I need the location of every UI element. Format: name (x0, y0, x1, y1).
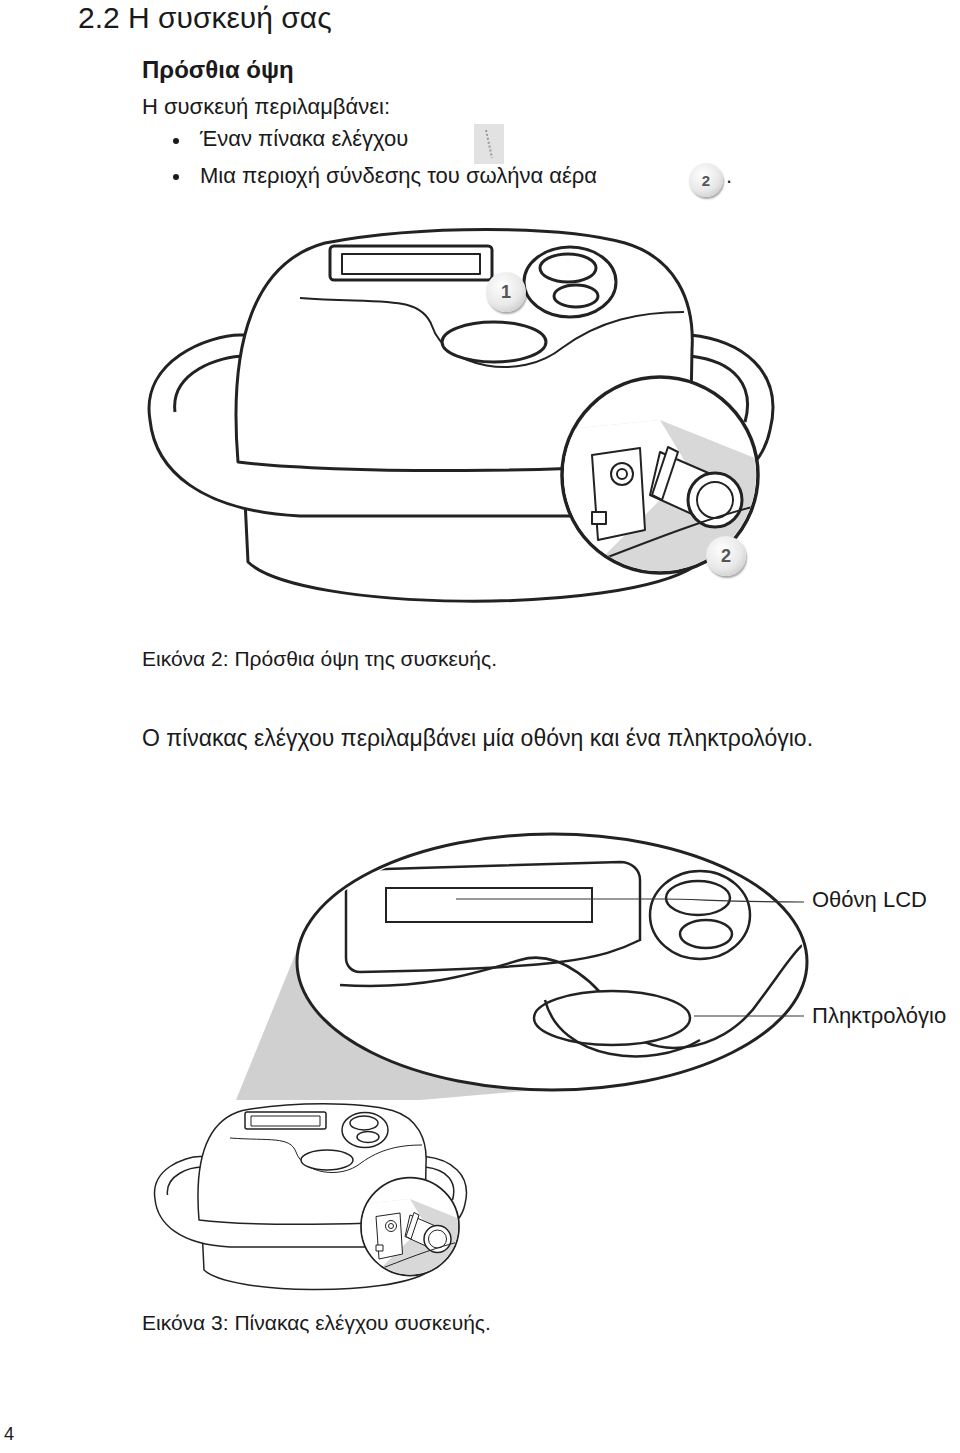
section-heading: 2.2 Η συσκευή σας (78, 0, 332, 36)
callout-badge: 2 (706, 536, 746, 576)
punctuation: . (726, 163, 732, 189)
callout-number: 1 (501, 283, 511, 301)
bullet-text: Μια περιοχή σύνδεσης του σωλήνα αέρα (200, 163, 597, 189)
body-text: Ο πίνακας ελέγχου περιλαμβάνει μία οθόνη… (142, 725, 813, 753)
part-label: Πληκτρολόγιο (812, 1003, 946, 1029)
subheading: Πρόσθια όψη (142, 56, 294, 85)
callout-badge: 2 (689, 163, 723, 197)
figure-caption: Εικόνα 3: Πίνακας ελέγχου συσκευής. (142, 1310, 491, 1335)
callout-badge: 1 (486, 272, 526, 312)
callout-number: 2 (702, 173, 710, 188)
bullet-text: Έναν πίνακα ελέγχου (200, 126, 408, 152)
callout-number: 2 (721, 547, 731, 565)
part-label: Οθόνη LCD (812, 887, 927, 913)
intro-text: Η συσκευή περιλαμβάνει: (142, 94, 390, 120)
figure-caption: Εικόνα 2: Πρόσθια όψη της συσκευής. (142, 646, 497, 671)
page-number: 4 (4, 1424, 14, 1446)
